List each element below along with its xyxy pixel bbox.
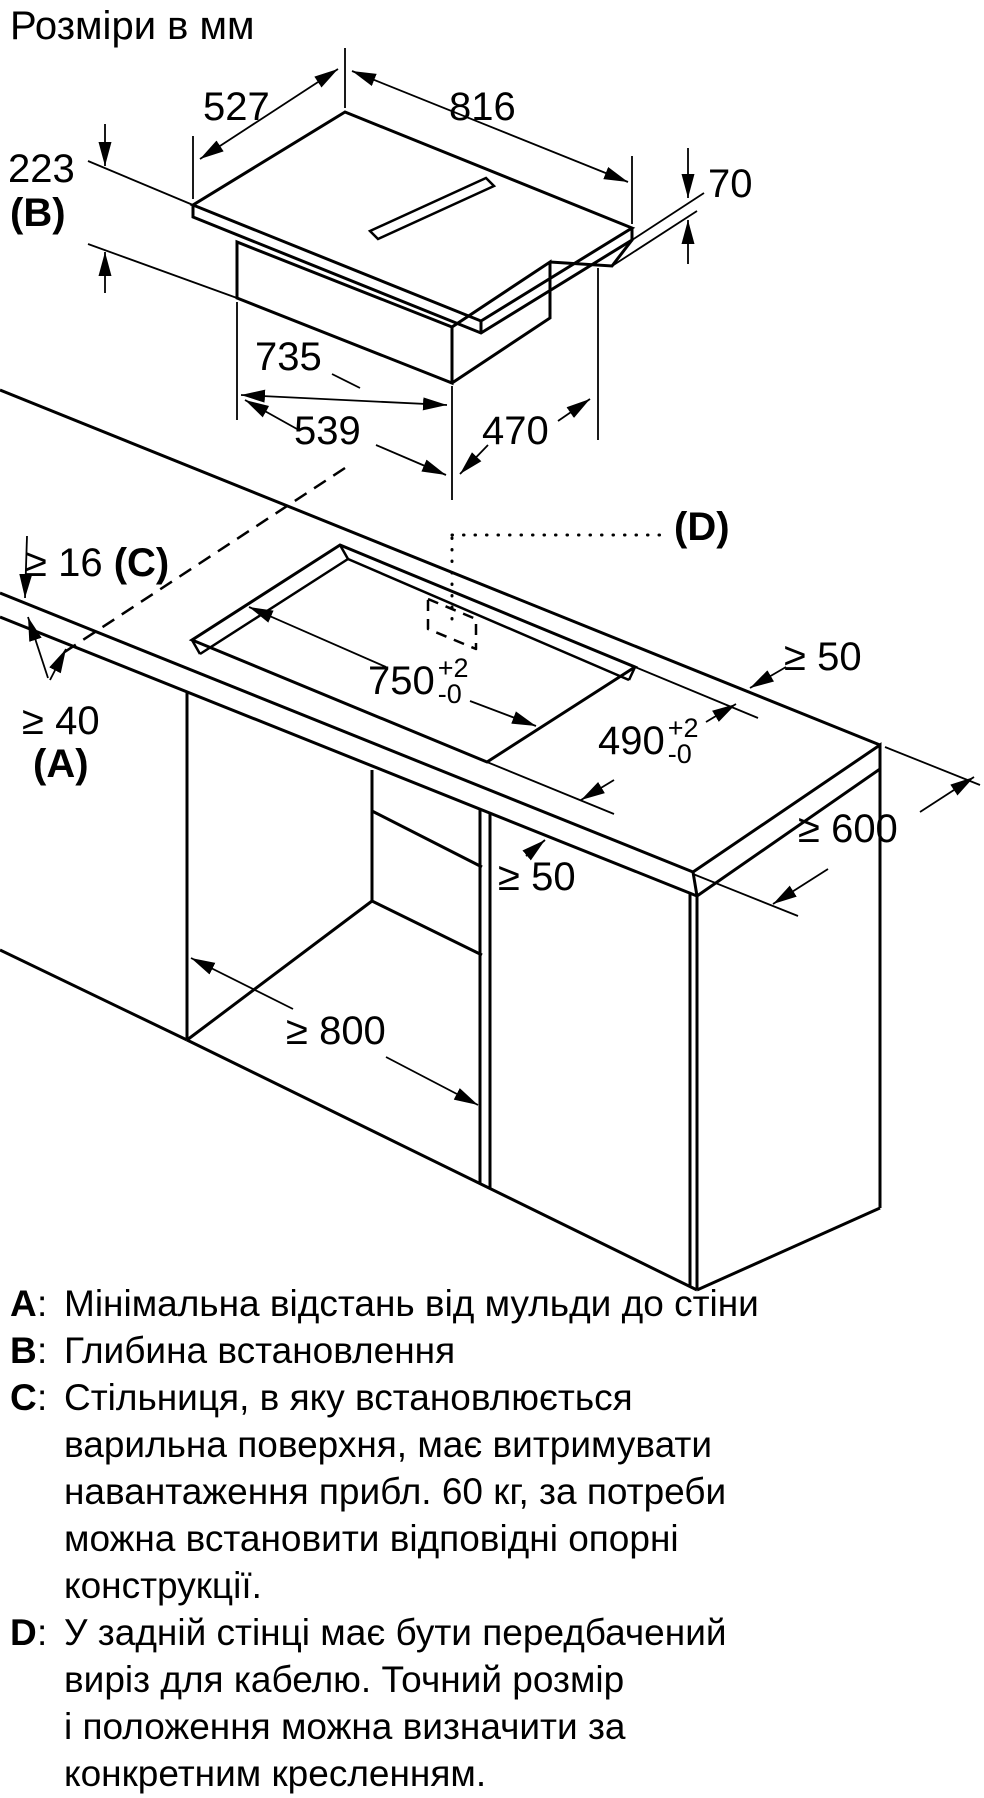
hob-outline (189, 110, 636, 386)
legend-key: A (10, 1283, 37, 1324)
dim-600-label: ≥ 600 (798, 807, 898, 851)
legend-line: Глибина встановлення (64, 1330, 456, 1371)
wall-and-cable-cutout (59, 466, 668, 657)
dim-816-label: 816 (449, 85, 516, 129)
key-D-label: (D) (674, 505, 730, 549)
legend-line: і положення можна визначити за (64, 1706, 626, 1747)
dim-40-label: ≥ 40 (22, 699, 100, 743)
dim-70-label: 70 (708, 162, 753, 206)
legend-line: навантаження прибл. 60 кг, за потреби (64, 1471, 727, 1512)
dim-223-label: 223 (8, 147, 75, 191)
cutout-width-tol-minus: -0 (437, 679, 462, 709)
worktop-thickness-value: ≥ 16 (25, 541, 103, 585)
legend-line: Мінімальна відстань від мульди до стіни (64, 1283, 759, 1324)
dim-16C-label: ≥ 16 (C) (25, 542, 169, 584)
legend-item-b: B: Глибина встановлення (10, 1327, 972, 1374)
hob-dimension-lines (87, 48, 705, 500)
dim-490-label: 490+2-0 (598, 715, 699, 772)
cabinet-outline (0, 692, 882, 1292)
legend-key: C (10, 1377, 37, 1418)
legend-line: У задній стінці має бути передбачений (64, 1612, 727, 1653)
worktop-outline (0, 388, 882, 899)
page-title: Розміри в мм (10, 4, 255, 48)
cutout-width-value: 750 (368, 659, 435, 703)
legend-line: Стільниця, в яку встановлюється (64, 1377, 633, 1418)
legend-item-a: A: Мінімальна відстань від мульди до сті… (10, 1280, 972, 1327)
dim-527-label: 527 (203, 85, 270, 129)
cable-cutout-dashed-rect (426, 597, 478, 651)
legend-line: виріз для кабелю. Точний розмір (64, 1659, 625, 1700)
key-C-label: (C) (113, 541, 170, 585)
cutout-depth-tol-plus: +2 (667, 713, 699, 743)
legend-item-d: D: У задній стінці має бути передбачений… (10, 1609, 972, 1797)
dim-470-label: 470 (482, 409, 549, 453)
vent-slot (367, 176, 497, 241)
dim-800-label: ≥ 800 (286, 1009, 386, 1053)
legend-line: конкретним кресленням. (64, 1753, 487, 1794)
key-A-label: (A) (33, 742, 89, 786)
legend-key: D (10, 1612, 37, 1653)
dim-B-key-label: (B) (10, 191, 66, 235)
cutout-width-tol-plus: +2 (437, 653, 469, 683)
dim-735-label: 735 (255, 335, 322, 379)
legend: A: Мінімальна відстань від мульди до сті… (10, 1280, 972, 1797)
dim-539-label: 539 (294, 409, 361, 453)
dim-50-front-label: ≥ 50 (498, 855, 576, 899)
dim-50-side-label: ≥ 50 (784, 635, 862, 679)
legend-item-c: C: Стільниця, в яку встановлюється варил… (10, 1374, 972, 1609)
hob-edge-dashed-line (59, 466, 346, 657)
legend-line: конструкції. (64, 1565, 262, 1606)
cutout-depth-value: 490 (598, 719, 665, 763)
cutout-depth-tol-minus: -0 (667, 739, 692, 769)
dim-750-label: 750+2-0 (368, 655, 469, 712)
legend-line: варильна поверхня, має витримувати (64, 1424, 713, 1465)
worktop-dimension-lines (19, 535, 981, 1106)
legend-line: можна встановити відповідні опорні (64, 1518, 679, 1559)
legend-key: B (10, 1330, 37, 1371)
